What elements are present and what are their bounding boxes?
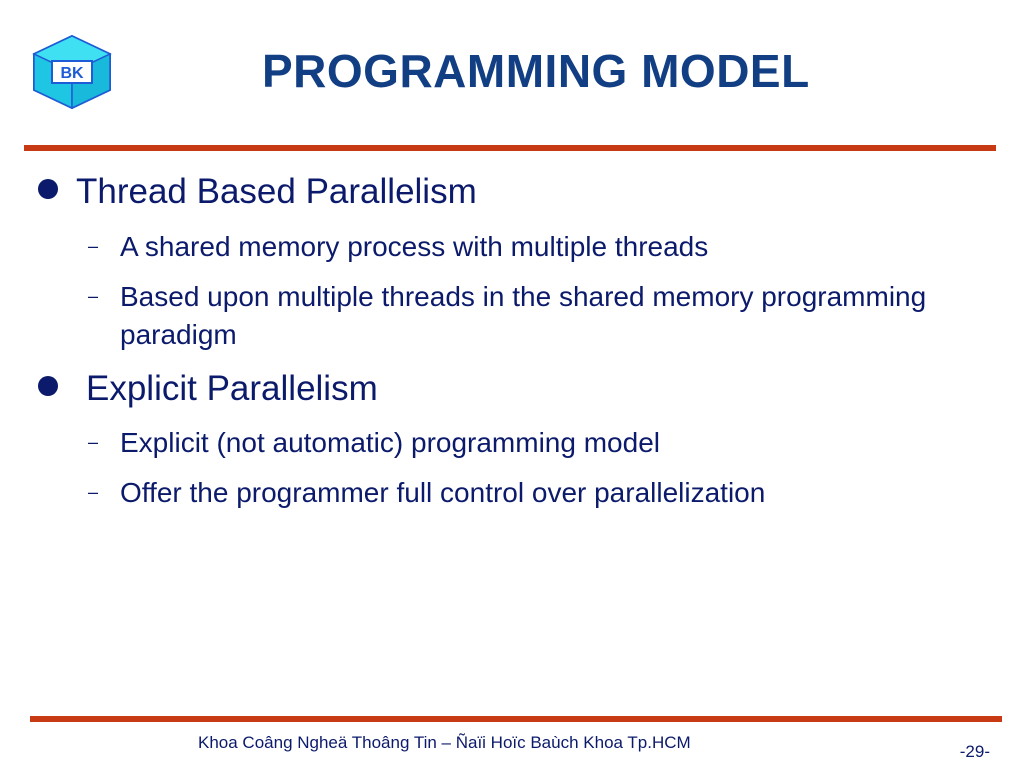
sub-bullet-item: – A shared memory process with multiple … [88,228,948,269]
dash-icon: – [88,432,99,452]
top-divider [24,145,996,151]
sub-bullet-item: – Explicit (not automatic) programming m… [88,424,948,465]
bullet-text: Explicit Parallelism [86,369,378,408]
sub-bullet-text: Explicit (not automatic) programming mod… [120,427,660,458]
dash-icon: – [88,286,99,306]
bullet-dot-icon [38,179,58,199]
page-number: -29- [959,742,990,761]
bullet-dot-icon [38,376,58,396]
sub-bullet-text: Based upon multiple threads in the share… [120,281,927,350]
sub-bullet-item: – Offer the programmer full control over… [88,474,948,515]
dash-icon: – [88,482,99,502]
sub-bullet-text: A shared memory process with multiple th… [120,231,709,262]
university-logo: BK [32,34,112,110]
footer-text: Khoa Coâng Ngheä Thoâng Tin – Ñaïi Hoïc … [198,733,691,752]
sub-bullet-text: Offer the programmer full control over p… [120,477,766,508]
slide-title: PROGRAMMING MODEL [262,45,810,97]
logo-text: BK [60,65,84,82]
bullet-item: Explicit Parallelism [38,369,378,409]
bottom-divider [30,716,1002,722]
sub-bullet-item: – Based upon multiple threads in the sha… [88,278,948,354]
bullet-text: Thread Based Parallelism [76,172,477,211]
bullet-item: Thread Based Parallelism [38,172,477,212]
dash-icon: – [88,236,99,256]
